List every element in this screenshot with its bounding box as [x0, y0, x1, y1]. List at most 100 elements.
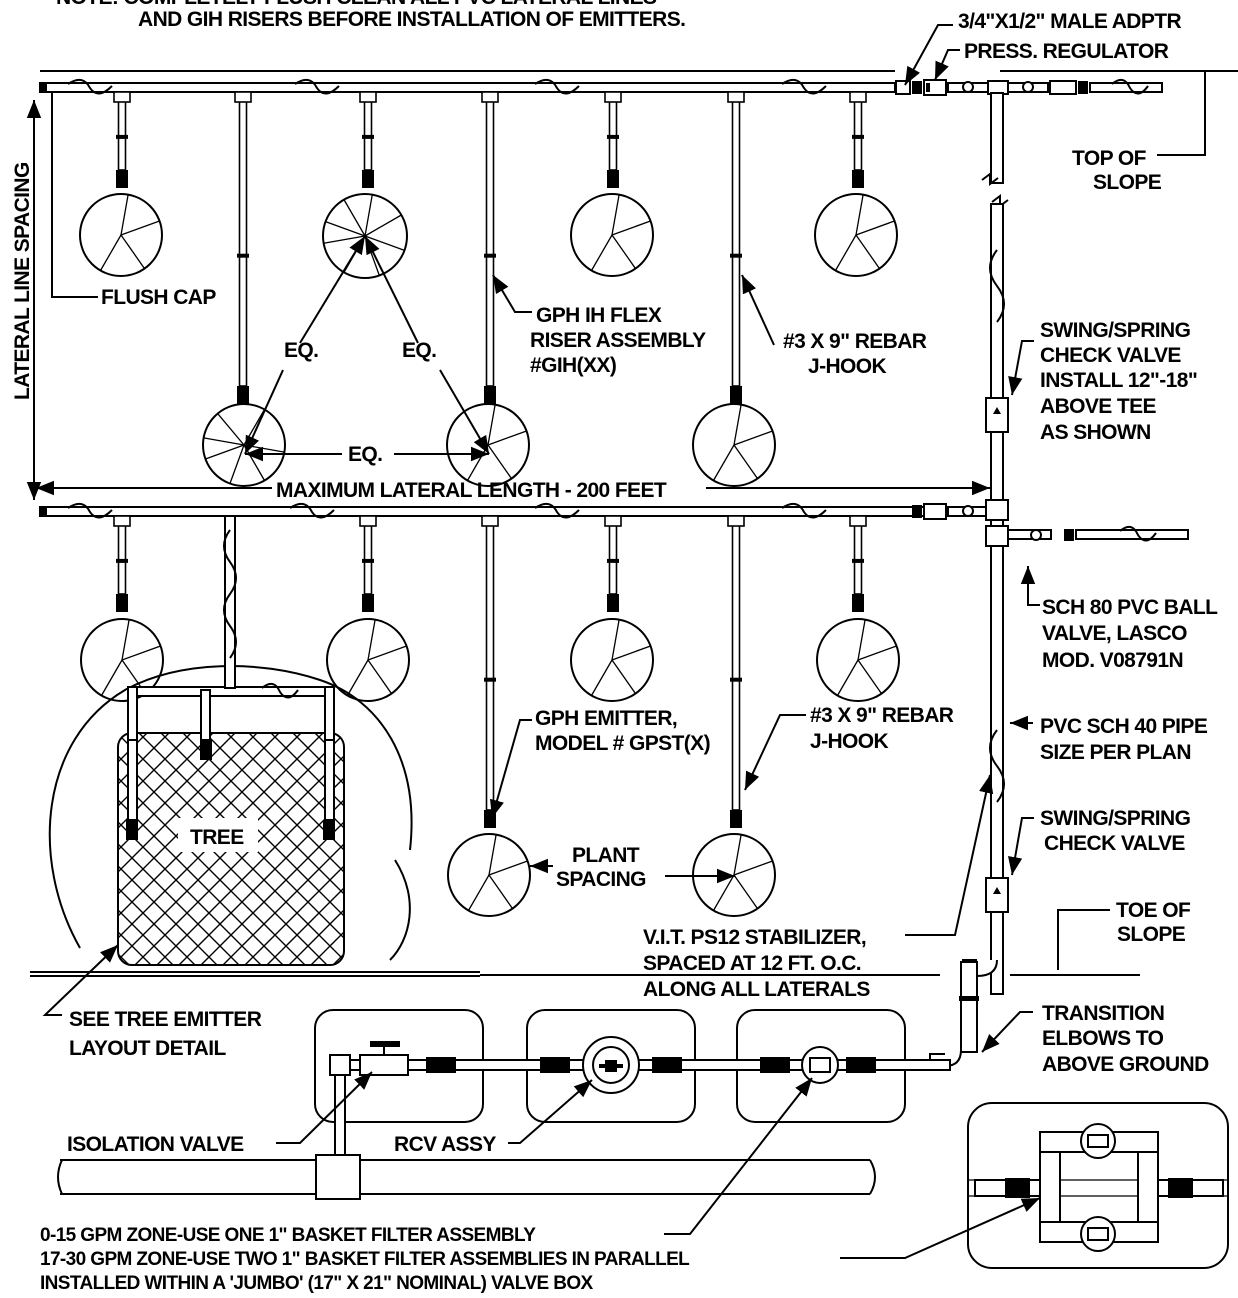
lateral-3-pipe [1075, 529, 1189, 540]
riser-tee [481, 91, 499, 103]
isolation-valve-body [359, 1054, 409, 1076]
male-adapter-fitting [895, 80, 911, 95]
pvc-pipe-label-2: SIZE PER PLAN [1040, 741, 1191, 764]
wheel-spoke [836, 659, 859, 696]
tree-feed-flex [223, 529, 237, 659]
max-lateral-label: MAXIMUM LATERAL LENGTH - 200 FEET [276, 479, 667, 502]
gih-riser [853, 91, 863, 171]
rcv-union-left [540, 1057, 570, 1073]
riser-tee [604, 515, 622, 527]
riser-group [113, 91, 867, 828]
wheel-spoke [733, 444, 759, 479]
wheel-spoke [99, 234, 122, 271]
stabilizer-wave [534, 78, 580, 95]
ball-valve-2-knob [1022, 81, 1034, 93]
check-valve-2 [985, 877, 1009, 913]
filter-note-line-1: 0-15 GPM ZONE-USE ONE 1" BASKET FILTER A… [40, 1225, 536, 1246]
wheel-spoke [364, 214, 402, 237]
ball-valve-label-1: SCH 80 PVC BALL [1042, 596, 1218, 619]
main-tee-1 [985, 499, 1009, 521]
leader-rcv [508, 1079, 593, 1144]
top-of-slope-label-1: TOP OF [1072, 147, 1147, 170]
emitter-label-2: MODEL # GPST(X) [535, 732, 710, 755]
transition-label-2: ELBOWS TO [1042, 1027, 1164, 1050]
wheel-spoke [488, 874, 514, 909]
main-pipe-lower [990, 203, 1004, 995]
ball-valve-1-knob [962, 81, 974, 93]
parallel-filter-2-cap [1087, 1227, 1109, 1241]
riser-emitter [730, 386, 742, 404]
gih-riser [238, 91, 248, 387]
gih-riser [117, 515, 127, 595]
note-line-2: AND GIH RISERS BEFORE INSTALLATION OF EM… [138, 8, 685, 31]
mainline [57, 1154, 876, 1200]
adapter-nut-4 [1064, 529, 1074, 541]
note-block: NOTE: COMPLETELY FLUSH CLEAN ALL PVC LAT… [56, 0, 686, 31]
supply-main [929, 92, 1009, 1067]
riser-emitter [116, 594, 128, 612]
wheel-spoke [100, 659, 123, 696]
leader-tree-layout [42, 944, 119, 1016]
isolation-valve-handle [370, 1041, 400, 1047]
leader-pressure-regulator [934, 49, 960, 81]
riser-emitter [362, 594, 374, 612]
leader-top-of-slope [1157, 72, 1206, 156]
riser-band [116, 134, 128, 139]
wheel-spoke [120, 194, 129, 236]
leader-emitter [490, 719, 532, 819]
leader-gih-riser [492, 274, 532, 313]
riser-tee [481, 515, 499, 527]
stabilizer-label-3: ALONG ALL LATERALS [643, 978, 870, 1001]
transition-band [959, 996, 979, 1001]
check-valve-1-arrow [993, 407, 1001, 414]
gih-riser [485, 91, 495, 387]
tree-emitter-stem [127, 739, 138, 821]
gih-riser [117, 91, 127, 171]
flush-cap-label: FLUSH CAP [101, 286, 216, 309]
riser-band [852, 134, 864, 139]
leader-check-valve-2 [1008, 817, 1034, 876]
wheel-spoke [467, 874, 490, 911]
wheel-spoke [229, 444, 245, 484]
jumbo-valve-box [967, 1102, 1229, 1269]
riser-tee [727, 91, 745, 103]
tree-loop-left [127, 686, 138, 748]
riser-tee [727, 515, 745, 527]
main-tee-2 [985, 525, 1009, 547]
mainline-break-right [869, 1159, 876, 1195]
riser-emitter [362, 170, 374, 188]
stabilizer-label-2: SPACED AT 12 FT. O.C. [643, 952, 861, 975]
riser-tee [604, 91, 622, 103]
flush-cap-end-2 [40, 507, 47, 516]
stabilizer-wave [534, 502, 580, 519]
tree-canopy-outline-2 [389, 859, 411, 961]
mainline-tee [315, 1154, 361, 1200]
note-line-1: NOTE: COMPLETELY FLUSH CLEAN ALL PVC LAT… [56, 0, 657, 9]
stabilizer-wave [781, 78, 827, 95]
stabilizer-wave-v [989, 249, 1005, 323]
riser-band [607, 134, 619, 139]
filter-union-right [846, 1057, 876, 1073]
wheel-spoke [487, 444, 513, 479]
valve-boxes [314, 1009, 951, 1161]
stabilizer-wave [261, 682, 299, 699]
gih-riser [731, 91, 741, 387]
riser-tee [849, 91, 867, 103]
riser-emitter [116, 170, 128, 188]
lateral-1-fittings [895, 78, 1163, 96]
transition-label-3: ABOVE GROUND [1042, 1053, 1209, 1076]
ball-valve-3-knob [962, 505, 974, 517]
male-adapter-label: 3/4"X1/2" MALE ADPTR [958, 10, 1181, 33]
wheel-spoke [733, 404, 742, 446]
wheel-spoke [364, 194, 373, 237]
riser-tee [849, 515, 867, 527]
wheel-spoke [367, 659, 393, 694]
callout-labels: 3/4"X1/2" MALE ADPTR PRESS. REGULATOR TO… [40, 10, 1219, 1294]
eq-label-right: EQ. [402, 339, 436, 362]
wheel-spoke [733, 430, 773, 446]
riser-band [362, 134, 374, 139]
wheel-spoke [855, 220, 895, 236]
riser-tee [359, 91, 377, 103]
gih-riser-label-3: #GIH(XX) [530, 354, 616, 377]
